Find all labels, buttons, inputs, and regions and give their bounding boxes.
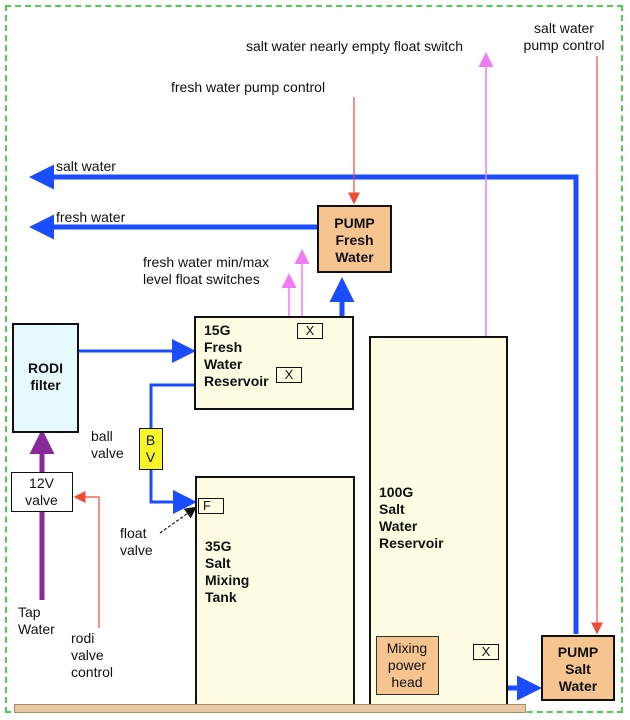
salt-pump-control-label: salt water pump control bbox=[523, 20, 605, 53]
tank-15g-label: 15G Fresh Water Reservoir bbox=[204, 322, 269, 389]
float-valve-f: F bbox=[198, 498, 224, 514]
valve-12v: 12V valve bbox=[11, 472, 73, 512]
fresh-pump-control-label: fresh water pump control bbox=[171, 79, 326, 95]
rodi-valve-control-line bbox=[73, 491, 100, 628]
rodi-valve-control-label: rodi valve control bbox=[71, 630, 114, 680]
tank-35g-label: 35G Salt Mixing Tank bbox=[205, 538, 250, 605]
tank-15g-fresh-reservoir: 15G Fresh Water Reservoir bbox=[194, 316, 354, 410]
fresh-max-float-switch: X bbox=[297, 323, 323, 339]
rodi-filter: RODI filter bbox=[12, 323, 79, 433]
pump-salt-water: PUMP Salt Water bbox=[541, 635, 615, 701]
salt-water-out-label: salt water bbox=[56, 158, 116, 174]
fresh-water-out-label: fresh water bbox=[56, 209, 126, 225]
tank-35g-salt-mixing: 35G Salt Mixing Tank bbox=[195, 476, 355, 706]
rodi-filter-label: RODI filter bbox=[28, 360, 63, 393]
pump-fresh-label: PUMP Fresh Water bbox=[334, 215, 375, 265]
tank-100g-label: 100G Salt Water Reservoir bbox=[379, 484, 444, 551]
fresh-float-switches-label: fresh water min/max level float switches bbox=[143, 254, 270, 287]
tap-water-label: Tap Water bbox=[18, 604, 55, 637]
float-valve-pointer bbox=[159, 506, 197, 534]
pump-salt-label: PUMP Salt Water bbox=[557, 644, 599, 694]
float-valve-label: float valve bbox=[120, 525, 153, 558]
mixing-powerhead-label: Mixing power head bbox=[386, 640, 428, 690]
ball-valve-letters: B V bbox=[145, 432, 156, 465]
ball-valve-label: ball valve bbox=[91, 428, 124, 461]
salt-float-switch: X bbox=[473, 644, 499, 660]
valve-12v-label: 12V valve bbox=[25, 475, 58, 508]
floor-shelf bbox=[14, 704, 526, 713]
fresh-min-float-switch: X bbox=[276, 367, 302, 383]
ball-valve: B V bbox=[139, 428, 163, 470]
mixing-powerhead: Mixing power head bbox=[376, 636, 439, 695]
pump-fresh-water: PUMP Fresh Water bbox=[317, 205, 392, 273]
salt-water-line bbox=[29, 164, 579, 634]
salt-float-switch-label: salt water nearly empty float switch bbox=[246, 38, 464, 54]
